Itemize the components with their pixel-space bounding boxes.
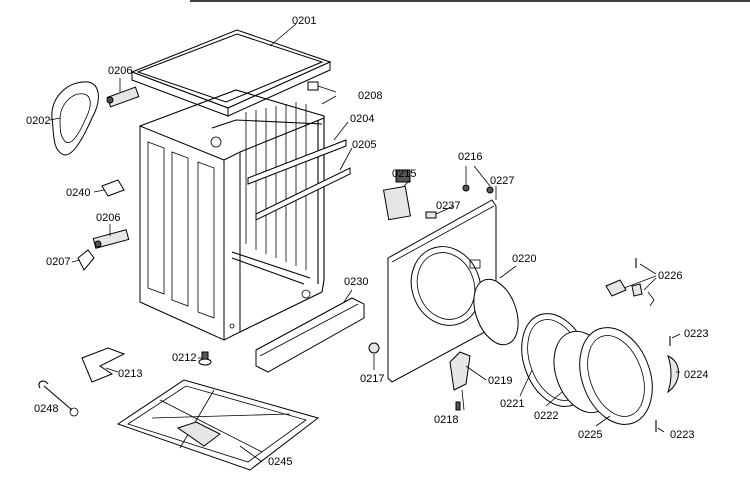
bracket-0207-part — [77, 249, 95, 271]
callout-0207: 0207 — [46, 256, 70, 268]
callout-0213: 0213 — [118, 368, 142, 380]
top-cover-part — [130, 29, 332, 117]
callout-0217: 0217 — [360, 373, 384, 385]
shock-absorber-lower-part — [92, 229, 130, 249]
callout-0212: 0212 — [172, 352, 196, 364]
callout-0216: 0216 — [458, 151, 482, 163]
clip-0217-part — [368, 342, 380, 354]
base-plate-part — [116, 379, 320, 471]
clip-0208-part — [307, 81, 319, 91]
callout-0223-lower: 0223 — [670, 429, 694, 441]
cabinet-frame-part — [139, 89, 325, 341]
leader-lines — [49, 23, 681, 463]
callout-0222: 0222 — [534, 410, 558, 422]
callout-0221: 0221 — [500, 398, 524, 410]
door-lock-0215-part — [382, 169, 412, 221]
callout-0206-upper: 0206 — [108, 65, 132, 77]
callout-0204: 0204 — [350, 113, 374, 125]
callout-0220: 0220 — [512, 253, 536, 265]
clip-0237-part — [425, 211, 437, 219]
callout-0206-lower: 0206 — [96, 212, 120, 224]
callout-0245: 0245 — [268, 456, 292, 468]
callout-0208: 0208 — [358, 90, 382, 102]
rail-0205-part — [255, 167, 351, 221]
callout-0201: 0201 — [292, 15, 316, 27]
bracket-0213-part — [81, 347, 126, 383]
rail-0204-part — [247, 139, 347, 185]
wrench-0248-part — [38, 380, 79, 417]
screw-0216-part — [462, 184, 494, 194]
callout-0226: 0226 — [658, 270, 682, 282]
callout-0240: 0240 — [66, 187, 90, 199]
callout-0218: 0218 — [434, 414, 458, 426]
bracket-0240-part — [101, 179, 125, 197]
kickboard-0230-part — [255, 297, 365, 373]
callout-0205: 0205 — [352, 139, 376, 151]
callout-0219: 0219 — [488, 375, 512, 387]
door-inner-0225-part — [579, 327, 653, 425]
door-handle-0224-part — [667, 355, 679, 394]
callout-0248: 0248 — [34, 403, 58, 415]
side-cover-plate-part — [51, 81, 99, 156]
front-panel-0227-part — [387, 199, 497, 383]
callout-0237: 0237 — [436, 200, 460, 212]
callout-0230: 0230 — [344, 276, 368, 288]
callout-0227: 0227 — [490, 175, 514, 187]
hinge-parts-0226-part — [605, 258, 655, 307]
shock-absorber-upper-part — [106, 86, 140, 108]
door-seal-0220-part — [473, 278, 519, 346]
callout-0223-upper: 0223 — [684, 328, 708, 340]
callout-0225: 0225 — [578, 429, 602, 441]
hinge-0218-part — [449, 351, 471, 411]
foot-0212-part — [198, 351, 212, 366]
callout-0215: 0215 — [392, 168, 416, 180]
callout-0202: 0202 — [26, 115, 50, 127]
callout-0224: 0224 — [684, 369, 708, 381]
callout-labels: 0201 0202 0204 0205 0206 0206 0207 0208 … — [26, 15, 708, 468]
